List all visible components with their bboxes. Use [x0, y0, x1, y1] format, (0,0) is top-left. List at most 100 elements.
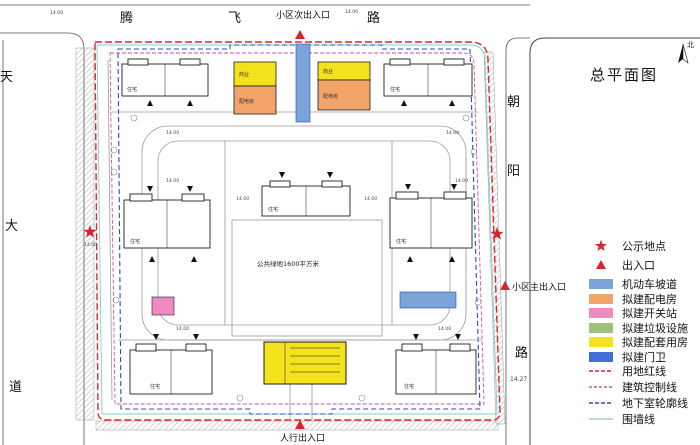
substation-label-right: 配电房: [323, 93, 338, 100]
elevation-label: 14.00: [345, 9, 358, 15]
building-wing: [269, 180, 291, 188]
tree: [110, 146, 118, 154]
pedestrian-entrance-label: 人行出入口: [280, 432, 325, 444]
amenity-building-bottom-center: [263, 341, 347, 385]
left-greenbelt: [75, 47, 95, 421]
building-wing: [443, 58, 465, 66]
building-label: 住宅: [268, 206, 278, 213]
road-name-right-3: 路: [515, 345, 528, 361]
legend-label: 机动车坡道: [622, 277, 677, 291]
unit-entrance-marker: [191, 256, 197, 262]
notice-star-icon-left: [83, 225, 97, 238]
tree: [130, 114, 138, 122]
elevation-label: 14.00: [364, 196, 377, 202]
legend-swatch-switch-station: [589, 308, 613, 318]
building-wing: [443, 191, 467, 200]
building-wing: [449, 343, 471, 352]
legend-label: 拟建配套用房: [622, 335, 688, 349]
unit-entrance-marker: [455, 334, 461, 340]
unit-entrance-marker: [187, 186, 193, 192]
building-wing: [389, 58, 411, 66]
building-wing: [185, 343, 207, 352]
unit-entrance-marker: [401, 100, 407, 106]
switch-station: [151, 296, 175, 316]
unit-entrance-marker: [187, 100, 193, 106]
tree: [462, 114, 470, 122]
legend-label: 拟建门卫: [622, 350, 666, 364]
building-label: 住宅: [150, 383, 160, 390]
unit-entrance-marker: [449, 100, 455, 106]
building-residential-top-left: 住宅: [121, 58, 209, 97]
top-center-facilities: 商业 配电房 商业 配电房: [233, 43, 371, 123]
road-name-top-1: 腾: [120, 10, 133, 26]
elevation-label: 14.00: [446, 130, 459, 136]
building-wing: [395, 191, 419, 200]
building-residential-bottom-left: 住宅: [129, 343, 213, 395]
road-name-top-2: 飞: [228, 11, 241, 26]
substation-block-right: [317, 79, 371, 111]
building-wing: [321, 180, 343, 188]
unit-entrance-marker: [407, 256, 413, 262]
elevation-label: 14.27: [510, 376, 527, 383]
vehicle-ramp-top: [295, 43, 311, 123]
entrances: 小区次出入口 小区主出入口 人行出入口: [276, 9, 566, 444]
legend-label: 公示地点: [622, 240, 666, 253]
substation-block-left: [233, 85, 277, 115]
right-road-edge: [505, 37, 530, 445]
property-red-line: [94, 41, 501, 421]
building-label: 住宅: [390, 86, 400, 93]
legend-swatch-garbage: [589, 323, 613, 333]
vehicle-ramp-right: [399, 291, 457, 309]
legend-label: 用地红线: [622, 364, 666, 378]
tree: [110, 168, 118, 176]
legend-label: 地下室轮廓线: [622, 396, 688, 410]
elevation-label: 14.00: [455, 178, 468, 184]
building-label: 住宅: [127, 86, 137, 93]
elevation-label: 14.00: [50, 10, 63, 16]
building-residential-bottom-right: 住宅: [395, 343, 477, 395]
unit-entrance-marker: [147, 100, 153, 106]
building-wing: [401, 343, 423, 352]
elevation-label: 14.00: [166, 178, 179, 184]
road-name-right-2: 阳: [507, 164, 520, 179]
wall-line: [96, 44, 498, 415]
page-title: 总平面图: [590, 66, 658, 84]
substation-label-left: 配电房: [239, 98, 254, 105]
road-name-left-2: 大: [5, 219, 18, 234]
building-residential-middle-center: 住宅: [261, 180, 351, 217]
legend-label: 建筑控制线: [622, 380, 677, 394]
entrance-triangle-icon: [295, 30, 305, 39]
main-entrance-label: 小区主出入口: [512, 281, 566, 293]
building-wing: [129, 193, 153, 202]
building-label: 住宅: [396, 238, 406, 245]
north-arrow-icon: 北: [678, 41, 694, 64]
road-name-right-1: 朝: [507, 95, 520, 110]
unit-entrance-marker: [193, 334, 199, 340]
central-green-frame: [231, 219, 383, 337]
tree: [358, 394, 366, 402]
public-green-space-label: 公共绿地1600平方米: [257, 259, 320, 268]
unit-entrance-marker: [153, 334, 159, 340]
road-name-left-1: 天: [0, 70, 13, 85]
unit-entrance-marker: [147, 186, 153, 192]
legend-swatch-amenity: [589, 337, 613, 347]
road-names: 腾 飞 路 天 大 道 朝 阳 路: [0, 10, 528, 395]
unit-entrance-marker: [279, 172, 285, 178]
secondary-entrance-label: 小区次出入口: [276, 9, 330, 21]
legend-swatch-ramp: [589, 279, 613, 289]
commercial-label-left: 商业: [239, 71, 249, 78]
elevation-label: 14.00: [176, 326, 189, 332]
building-label: 住宅: [130, 238, 140, 245]
unit-entrance-marker: [451, 184, 457, 190]
road-name-top-3: 路: [367, 10, 380, 26]
basement-outline: [117, 44, 481, 415]
elevation-label: 14.00: [166, 130, 179, 136]
unit-entrance-marker: [449, 256, 455, 262]
commercial-block-left: [233, 61, 277, 87]
trees: [110, 114, 482, 402]
legend-panel-border: [529, 37, 700, 445]
entrance-triangle-icon: [500, 281, 510, 290]
building-residential-middle-left: 住宅: [123, 193, 211, 249]
building-wing: [181, 193, 205, 202]
